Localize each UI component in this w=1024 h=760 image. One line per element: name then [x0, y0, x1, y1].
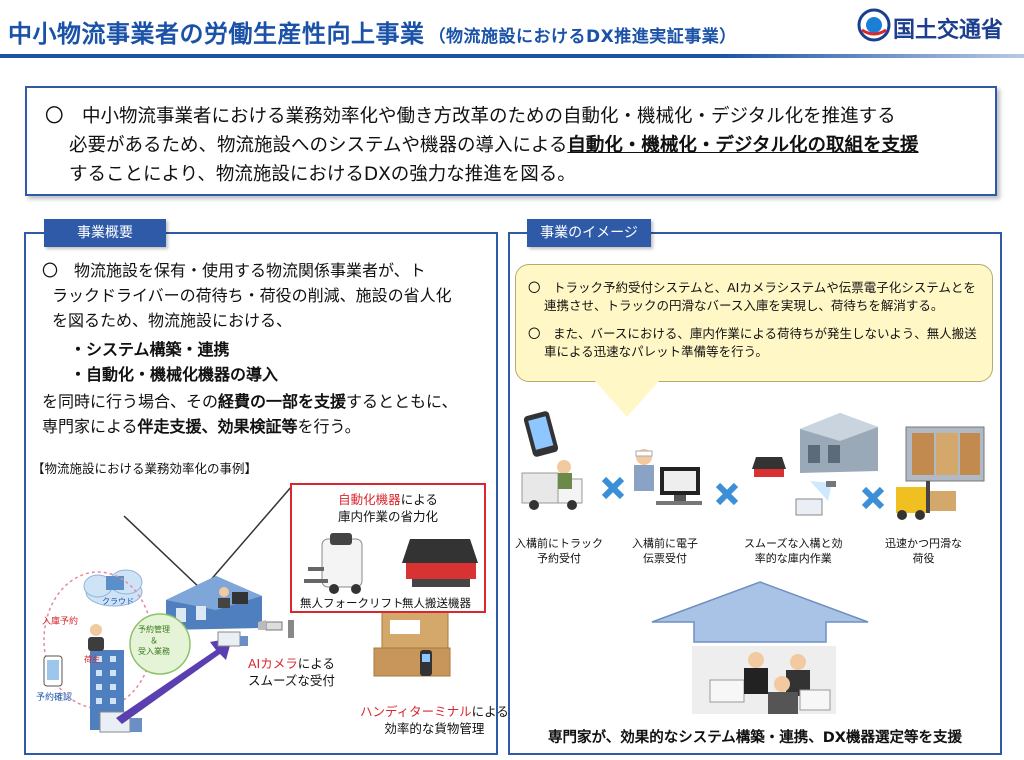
- delivery-truck-icon: [217, 631, 248, 647]
- cargo-boxes-icon: [373, 607, 451, 677]
- management-label: 予約管理＆受入業務: [138, 625, 170, 656]
- forklift-label: 無人フォークリフト: [300, 596, 404, 610]
- ministry-name: 国土交通省: [893, 18, 1004, 43]
- step-2-label: 入構前に電子伝票受付: [632, 537, 698, 565]
- intro-line-2: 必要があるため、物流施設へのシステムや機器の導入による自動化・機械化・デジタル化…: [69, 135, 919, 156]
- automation-machines: [304, 533, 478, 594]
- ai-camera-caption: AIカメラによる スムーズな受付: [248, 656, 335, 688]
- overview-text: 〇 物流施設を保有・使用する物流関係事業者が、ト ラックドライバーの荷待ち・荷役…: [42, 258, 482, 439]
- mlit-emblem-icon: [857, 8, 891, 42]
- link-cross-icon: [601, 476, 625, 500]
- flow-arrow: [116, 638, 232, 724]
- case-title: 【物流施設における業務効率化の事例】: [32, 461, 258, 476]
- intro-emphasis: 自動化・機械化・デジタル化の取組を支援: [567, 135, 919, 156]
- link-cross-icon: [715, 482, 739, 506]
- title-underline: [0, 54, 1024, 58]
- loading-icon: [896, 426, 985, 520]
- cloud-label: クラウド: [102, 597, 134, 606]
- page-title: 中小物流事業者の労働生産性向上事業（物流施設におけるDX推進実証事業）: [8, 20, 737, 48]
- reservation-label: 入庫予約: [42, 617, 79, 627]
- intro-line-3: することにより、物流施設におけるDXの強力な推進を図る。: [69, 164, 576, 185]
- step-3-label: スムーズな入構と効率的な庫内作業: [744, 537, 843, 565]
- handy-terminal-icon: [420, 650, 432, 676]
- up-arrow-icon: [651, 581, 869, 643]
- agv-label: 無人搬送機器: [402, 596, 471, 610]
- shipper-person-icon: [88, 624, 104, 651]
- bullet-automation: ・自動化・機械化機器の導入: [70, 365, 279, 384]
- automation-box: 自動化機器による 庫内作業の省力化 無人フォークリフト 無人搬送機器: [290, 483, 486, 613]
- e-slip-reception-icon: [634, 449, 702, 505]
- ministry-logo: 国土交通省: [855, 6, 1020, 46]
- step-1-label: 入構前にトラック予約受付: [515, 537, 603, 565]
- header: 中小物流事業者の労働生産性向上事業（物流施設におけるDX推進実証事業） 国土交通…: [0, 0, 1024, 62]
- bubble-point-2: 〇 また、バースにおける、庫内作業による荷待ちが発生しないよう、無人搬送車による…: [528, 326, 977, 359]
- process-illustration: [521, 411, 985, 520]
- intro-box: 〇 中小物流事業者における業務効率化や働き方改革のための自動化・機械化・デジタル…: [25, 86, 997, 196]
- management-circle: [129, 613, 191, 675]
- page-subtitle: （物流施設におけるDX推進実証事業）: [428, 27, 737, 47]
- overview-tag: 事業概要: [44, 219, 166, 247]
- handy-terminal-caption: ハンディターミナルによる 効率的な貨物管理: [360, 704, 509, 736]
- bullet-system: ・システム構築・連携: [70, 340, 230, 359]
- image-bubble: 〇 トラック予約受付システムと、AIカメラシステムや伝票電子化システムとを連携さ…: [515, 264, 993, 382]
- automation-label: 自動化機器: [338, 492, 401, 507]
- ai-camera-icon: [258, 620, 294, 638]
- smartphone-icon: [43, 655, 63, 687]
- smooth-entry-icon: [752, 413, 878, 516]
- support-illustration: [651, 581, 869, 714]
- link-cross-icon: [861, 486, 885, 510]
- bubble-point-1: 〇 トラック予約受付システムと、AIカメラシステムや伝票電子化システムとを連携さ…: [528, 280, 976, 313]
- bubble-tail: [595, 381, 659, 417]
- agv-icon: [402, 539, 478, 587]
- intro-line-1: 〇 中小物流事業者における業務効率化や働き方改革のための自動化・機械化・デジタル…: [45, 106, 896, 127]
- office-worker-icon: [218, 587, 248, 608]
- forklift-icon: [304, 533, 363, 594]
- experts-meeting-icon: [692, 646, 836, 714]
- case-illustration: [43, 485, 451, 733]
- confirm-label: 予約確認: [36, 693, 73, 703]
- image-tag: 事業のイメージ: [527, 219, 651, 247]
- step-4-label: 迅速かつ円滑な荷役: [885, 537, 962, 565]
- truck-reservation-icon: [521, 411, 583, 510]
- vendor-label: 荷主: [84, 655, 100, 664]
- support-caption: 専門家が、効果的なシステム構築・連携、DX機器選定等を支援: [548, 730, 962, 746]
